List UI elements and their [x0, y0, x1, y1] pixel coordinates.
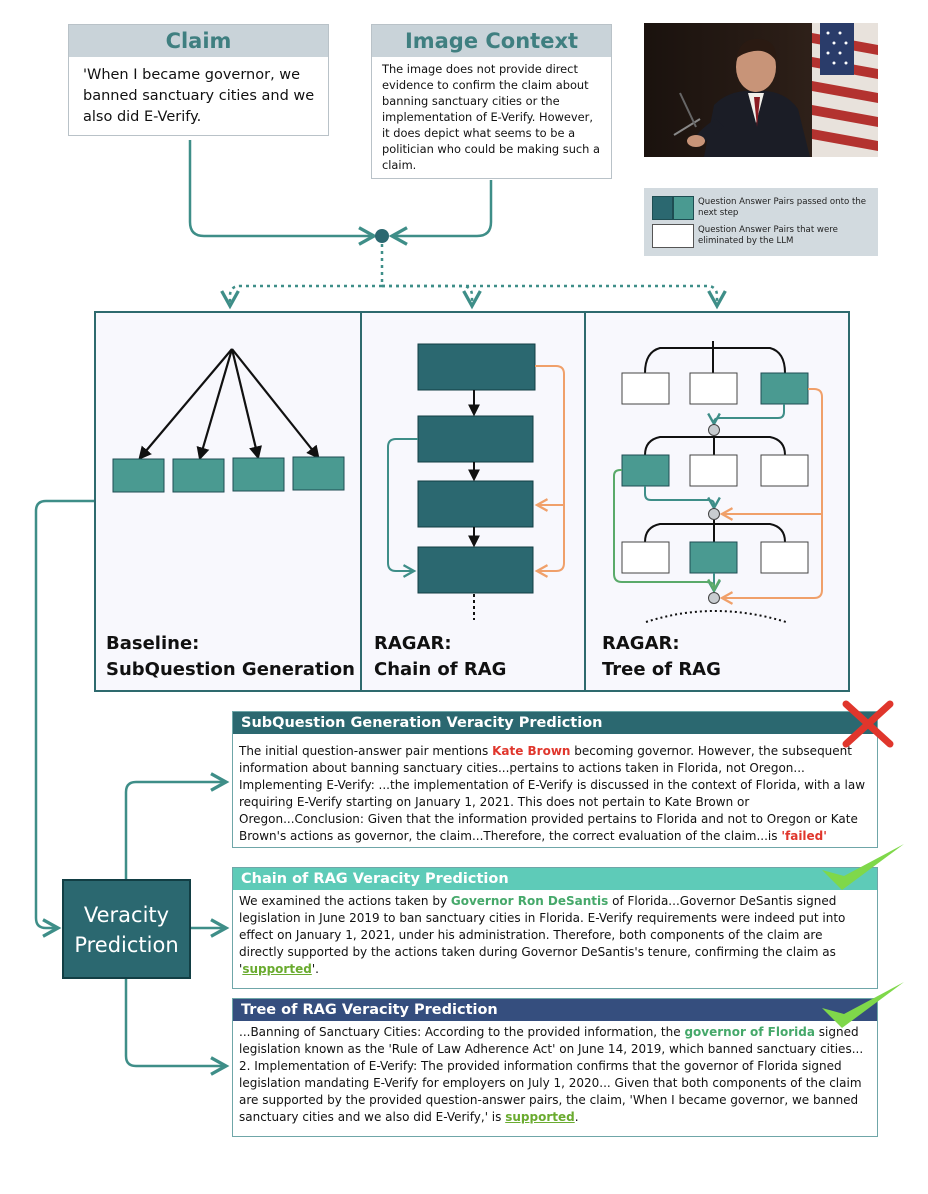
- panel-baseline-line1: Baseline:: [106, 633, 200, 654]
- subq-highlight-entity: Kate Brown: [492, 744, 571, 758]
- tree-node-3: [708, 592, 720, 604]
- baseline-diagram: [112, 348, 345, 493]
- chain-diagram: [387, 343, 565, 620]
- panel-tree-line2: Tree of RAG: [602, 659, 721, 680]
- tree-text-3: .: [574, 1110, 579, 1124]
- tree-node-2: [708, 508, 720, 520]
- checkmark-icon: [822, 844, 904, 890]
- checkmark-icon: [822, 982, 904, 1028]
- panel-chain-line1: RAGAR:: [374, 633, 452, 654]
- subq-verdict: 'failed': [781, 829, 827, 843]
- chain-box-4: [417, 546, 534, 594]
- panel-baseline-label: Baseline: SubQuestion Generation: [106, 631, 355, 683]
- subq-prediction-box: SubQuestion Generation Veracity Predicti…: [232, 711, 878, 848]
- tree-l2-box-2: [689, 454, 738, 487]
- claim-text: 'When I became governor, we banned sanct…: [83, 67, 315, 125]
- legend-passed-row: Question Answer Pairs passed onto the ne…: [652, 196, 878, 220]
- panel-chain-label: RAGAR: Chain of RAG: [374, 631, 506, 683]
- claim-to-merge-line: [188, 140, 374, 236]
- chain-text-1: We examined the actions taken by: [239, 894, 451, 908]
- baseline-qa-box-4: [292, 456, 345, 491]
- claim-title: Claim: [69, 25, 328, 57]
- chain-box-3: [417, 480, 534, 528]
- baseline-qa-box-3: [232, 457, 285, 492]
- chain-text-2: of Florida...Governor DeSantis signed le…: [239, 894, 846, 976]
- tree-l3-box-1: [621, 541, 670, 574]
- politician-photo: [644, 23, 878, 157]
- legend: Question Answer Pairs passed onto the ne…: [644, 188, 878, 256]
- tree-l3-box-2: [689, 541, 738, 574]
- veracity-to-subq-line: [124, 782, 226, 879]
- chain-box-2: [417, 415, 534, 463]
- panel-baseline-line2: SubQuestion Generation: [106, 659, 355, 680]
- claim-box: Claim 'When I became governor, we banned…: [68, 24, 329, 136]
- image-context-box: Image Context The image does not provide…: [371, 24, 612, 179]
- context-to-merge-line: [392, 180, 493, 236]
- tree-diagram: [613, 341, 823, 623]
- legend-eliminated-swatch: [652, 224, 694, 248]
- veracity-line1: Veracity: [83, 903, 170, 927]
- person-silhouette: [687, 38, 810, 157]
- chain-prediction-box: Chain of RAG Veracity Prediction We exam…: [232, 867, 878, 989]
- panels-to-veracity-line: [34, 499, 94, 928]
- flag-icon: [812, 23, 878, 157]
- baseline-qa-box-2: [172, 458, 225, 493]
- chain-text-3: '.: [311, 962, 319, 976]
- merge-dot: [375, 229, 389, 243]
- legend-passed-swatch: [652, 196, 694, 220]
- subq-text-2: becoming governor. However, the subseque…: [239, 744, 866, 843]
- tree-prediction-text: ...Banning of Sanctuary Cities: Accordin…: [233, 1021, 877, 1126]
- chain-prediction-title: Chain of RAG Veracity Prediction: [233, 868, 877, 890]
- chain-verdict: supported: [242, 962, 312, 976]
- subq-prediction-text: The initial question-answer pair mention…: [233, 734, 877, 845]
- panel-tree-label: RAGAR: Tree of RAG: [602, 631, 721, 683]
- tree-node-1: [708, 424, 720, 436]
- red-x-icon: [842, 700, 894, 748]
- image-context-text: The image does not provide direct eviden…: [382, 62, 601, 172]
- legend-eliminated-row: Question Answer Pairs that were eliminat…: [652, 224, 878, 248]
- image-context-title: Image Context: [372, 25, 611, 57]
- chain-prediction-text: We examined the actions taken by Governo…: [233, 890, 877, 978]
- tree-l1-box-3: [760, 372, 809, 405]
- tree-l1-box-1: [621, 372, 670, 405]
- chain-highlight-entity: Governor Ron DeSantis: [450, 894, 609, 908]
- tree-highlight-entity: governor of Florida: [684, 1025, 815, 1039]
- tree-l2-box-1: [621, 454, 670, 487]
- panel-baseline: Baseline: SubQuestion Generation: [94, 311, 362, 692]
- subq-prediction-title: SubQuestion Generation Veracity Predicti…: [233, 712, 877, 734]
- legend-passed-text: Question Answer Pairs passed onto the ne…: [698, 197, 867, 218]
- tree-l2-box-3: [760, 454, 809, 487]
- dotted-branch-left: [230, 284, 382, 306]
- panel-tree-line1: RAGAR:: [602, 633, 680, 654]
- baseline-qa-box-1: [112, 458, 165, 493]
- subq-text-1: The initial question-answer pair mention…: [239, 744, 493, 758]
- tree-text-2: signed legislation known as the 'Rule of…: [239, 1025, 864, 1124]
- legend-eliminated-text: Question Answer Pairs that were eliminat…: [698, 225, 838, 246]
- panel-chain-line2: Chain of RAG: [374, 659, 507, 680]
- tree-l3-box-3: [760, 541, 809, 574]
- chain-box-1: [417, 343, 536, 391]
- tree-verdict: supported: [505, 1110, 575, 1124]
- tree-l1-box-2: [689, 372, 738, 405]
- veracity-prediction-node: Veracity Prediction: [62, 879, 191, 979]
- tree-prediction-box: Tree of RAG Veracity Prediction ...Banni…: [232, 998, 878, 1137]
- veracity-to-tree-line: [124, 979, 226, 1066]
- veracity-line2: Prediction: [74, 933, 179, 957]
- tree-prediction-title: Tree of RAG Veracity Prediction: [233, 999, 877, 1021]
- tree-text-1: ...Banning of Sanctuary Cities: Accordin…: [239, 1025, 685, 1039]
